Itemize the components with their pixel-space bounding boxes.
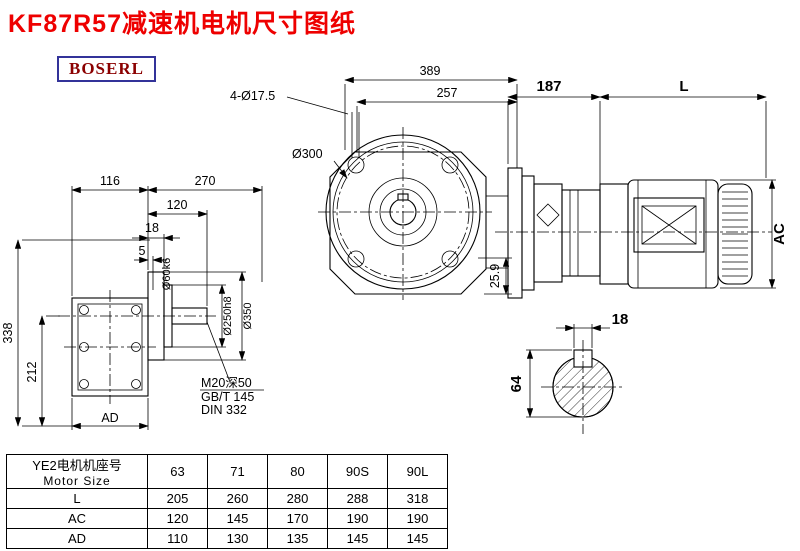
dim-AC-label: AC [771, 223, 788, 245]
table-header-cn: YE2电机机座号 [32, 458, 122, 473]
dim-120: 120 [147, 198, 208, 306]
dim-257-label: 257 [437, 86, 458, 100]
table-cell: 260 [207, 488, 268, 509]
dim-389-label: 389 [420, 64, 441, 78]
dim-64: 64 [508, 349, 583, 418]
size-90L: 90L [387, 454, 448, 489]
dim-187: 187 [507, 78, 601, 186]
dim-338: 338 [1, 239, 150, 427]
table-cell: 318 [387, 488, 448, 509]
table-cell: 170 [267, 508, 328, 529]
row-label: AD [6, 528, 148, 549]
table-cell: 135 [267, 528, 328, 549]
table-cell: 145 [207, 508, 268, 529]
table-row-AD: AD 110 130 135 145 145 [6, 528, 448, 549]
table-cell: 130 [207, 528, 268, 549]
dim-key-18: 18 [556, 311, 628, 348]
dim-116: 116 [71, 174, 149, 296]
front-view: 116 270 120 18 5 Ø60k6 [1, 174, 264, 430]
table-cell: 120 [147, 508, 208, 529]
dim-L-label: L [679, 78, 688, 95]
table-header-en: Motor Size [43, 474, 111, 488]
dim-25-9-label: 25.9 [488, 264, 502, 288]
dim-AD-label: AD [101, 411, 118, 425]
dim-350-label: Ø350 [242, 303, 254, 330]
size-80: 80 [267, 454, 328, 489]
dim-gap-5: 5 [134, 244, 167, 290]
table-cell: 280 [267, 488, 328, 509]
bolt-circle-note: Ø300 [292, 147, 348, 179]
dim-300-label: Ø300 [292, 147, 323, 161]
motor-size-table: YE2电机机座号 Motor Size 63 71 80 90S 90L L 2… [6, 454, 448, 549]
size-63: 63 [147, 454, 208, 489]
dim-flange-18: 18 [132, 221, 180, 268]
tap-note-line3: DIN 332 [201, 403, 247, 417]
dim-212: 212 [25, 315, 60, 427]
dim-250-label: Ø250h8 [222, 296, 234, 335]
shaft-section-view: 18 64 [508, 311, 628, 434]
table-cell: 145 [327, 528, 388, 549]
dim-spigot-250: Ø250h8 [172, 284, 234, 348]
table-row-L: L 205 260 280 288 318 [6, 488, 448, 509]
dim-389: 389 [344, 64, 518, 168]
row-label: L [6, 488, 148, 509]
dim-257: 257 [356, 86, 518, 152]
dim-338-label: 338 [1, 323, 15, 344]
brand-logo: BOSERL [57, 56, 156, 82]
table-cell: 288 [327, 488, 388, 509]
tap-note-line2: GB/T 145 [201, 390, 254, 404]
dim-187-label: 187 [536, 78, 561, 95]
dim-212-label: 212 [25, 362, 39, 383]
page-title: KF87R57减速机电机尺寸图纸 [8, 10, 356, 38]
dim-270-label: 270 [195, 174, 216, 188]
flange-view: 389 257 4-Ø17.5 Ø300 25.9 [230, 64, 518, 300]
table-cell: 205 [147, 488, 208, 509]
table-header-cell: YE2电机机座号 Motor Size [6, 454, 148, 489]
tap-note-line1: M20深50 [201, 376, 252, 390]
table-cell: 190 [387, 508, 448, 529]
dim-L: L [599, 78, 767, 178]
dim-64-label: 64 [508, 375, 525, 392]
size-90S: 90S [327, 454, 388, 489]
dim-AC: AC [720, 179, 788, 289]
dim-120-label: 120 [167, 198, 188, 212]
dim-116-label: 116 [100, 174, 120, 188]
bolt-holes-note: 4-Ø17.5 [230, 89, 360, 158]
dim-18-label: 18 [145, 221, 159, 235]
dim-shaft-label: Ø60k6 [161, 258, 173, 290]
table-cell: 110 [147, 528, 208, 549]
row-label: AC [6, 508, 148, 529]
bolt-holes-label: 4-Ø17.5 [230, 89, 275, 103]
table-row-AC: AC 120 145 170 190 190 [6, 508, 448, 529]
table-header-row: YE2电机机座号 Motor Size 63 71 80 90S 90L [6, 454, 448, 489]
size-71: 71 [207, 454, 268, 489]
tap-hole-note: M20深50 GB/T 145 DIN 332 [200, 321, 264, 417]
table-cell: 190 [327, 508, 388, 529]
dim-270: 270 [147, 174, 263, 282]
dim-flange-350: Ø350 [164, 271, 254, 361]
dim-5-label: 5 [139, 244, 146, 258]
dim-AD: AD [71, 398, 149, 430]
dim-key-18-label: 18 [612, 311, 629, 328]
table-cell: 145 [387, 528, 448, 549]
dim-25-9: 25.9 [478, 257, 512, 295]
motor-view: 187 L AC [495, 78, 788, 299]
